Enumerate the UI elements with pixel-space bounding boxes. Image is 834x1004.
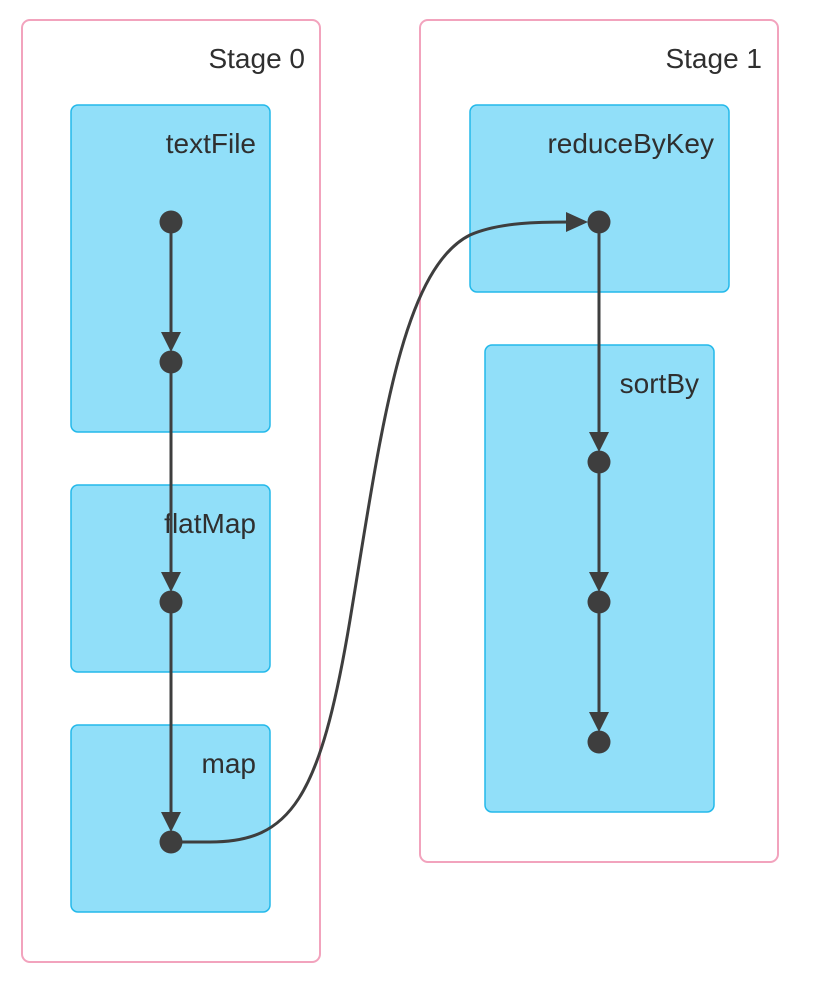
rdd-node-4[interactable]	[159, 830, 183, 854]
rdd-node-2[interactable]	[159, 350, 183, 374]
stage-0-title: Stage 0	[208, 43, 305, 74]
rdd-node-8[interactable]	[587, 730, 611, 754]
operation-reducebykey[interactable]: reduceByKey	[469, 104, 730, 293]
operation-textfile-label: textFile	[166, 128, 256, 159]
arrowhead-n5	[566, 212, 588, 232]
operation-flatmap-label: flatMap	[164, 508, 256, 539]
rdd-nodes	[159, 210, 611, 854]
arrowhead-n8	[589, 712, 609, 732]
rdd-node-1[interactable]	[159, 210, 183, 234]
rdd-node-7[interactable]	[587, 590, 611, 614]
arrowhead-n2	[161, 332, 181, 352]
operation-reducebykey-label: reduceByKey	[547, 128, 714, 159]
rdd-node-3[interactable]	[159, 590, 183, 614]
rdd-node-6[interactable]	[587, 450, 611, 474]
edges	[161, 212, 609, 844]
arrowhead-n4	[161, 812, 181, 832]
operation-sortby-label: sortBy	[620, 368, 699, 399]
arrowhead-n3	[161, 572, 181, 592]
rdd-node-5[interactable]	[587, 210, 611, 234]
stage-1-title: Stage 1	[665, 43, 762, 74]
operation-map-label: map	[202, 748, 256, 779]
arrowhead-n7	[589, 572, 609, 592]
arrowhead-n6	[589, 432, 609, 452]
edge-n4-n5	[171, 220, 573, 844]
